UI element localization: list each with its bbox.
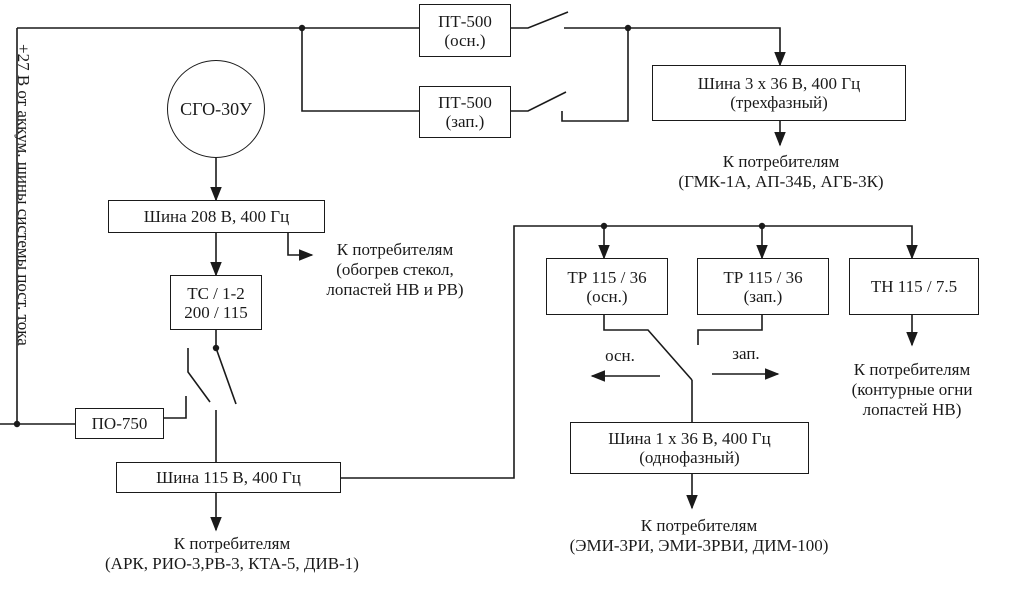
- branch-to-pt500-reserve: [301, 28, 419, 112]
- consumers-1x36-title: К потребителям: [640, 516, 758, 535]
- bus-208-block: Шина 208 В, 400 Гц: [108, 200, 325, 233]
- tn-title: ТН 115 / 7.5: [870, 277, 958, 296]
- consumers-3x36: К потребителям (ГМК-1А, АП-34Б, АГБ-3К): [666, 152, 896, 192]
- junction-dot: [600, 222, 608, 230]
- tc-title: ТС / 1-2: [187, 283, 245, 303]
- tc-ratio: 200 / 115: [184, 302, 248, 322]
- bus-115-block: Шина 115 В, 400 Гц: [116, 462, 341, 493]
- bus-208-title: Шина 208 В, 400 Гц: [143, 207, 290, 226]
- junction-dot: [212, 344, 220, 352]
- generator-sgo30u: СГО-30У: [167, 60, 265, 158]
- consumers-tn: К потребителям (контурные огни лопастей …: [832, 360, 992, 420]
- switch-label-main: осн.: [605, 346, 635, 365]
- po-750-title: ПО-750: [91, 414, 148, 433]
- tr-reserve-title: ТР 115 / 36: [723, 267, 803, 287]
- consumers-208: К потребителям (обогрев стекол, лопастей…: [300, 240, 490, 300]
- consumers-3x36-title: К потребителям: [722, 152, 840, 171]
- bus-3x36-block: Шина 3 х 36 В, 400 Гц (трехфазный): [652, 65, 906, 121]
- consumers-1x36-list: (ЭМИ-3РИ, ЭМИ-3РВИ, ДИМ-100): [569, 536, 829, 555]
- tr-main-title: ТР 115 / 36: [567, 267, 647, 287]
- tr-main-subtitle: (осн.): [586, 286, 628, 306]
- pt500-reserve-out: [510, 28, 629, 122]
- consumers-208-list2: лопастей НВ и РВ): [326, 280, 464, 299]
- bus-3x36-title: Шина 3 х 36 В, 400 Гц: [697, 74, 861, 93]
- po-750-block: ПО-750: [75, 408, 164, 439]
- consumers-tn-list1: (контурные огни: [851, 380, 973, 399]
- tc-1-2-block: ТС / 1-2 200 / 115: [170, 275, 262, 330]
- consumers-208-title: К потребителям: [336, 240, 454, 259]
- pt500-main-subtitle: (осн.): [444, 30, 486, 50]
- junction-dot: [13, 420, 21, 428]
- pt500-main-title: ПТ-500: [438, 11, 492, 31]
- tr-main-out: [603, 315, 693, 381]
- consumers-115: К потребителям (АРК, РИО-3,РВ-3, КТА-5, …: [92, 534, 372, 574]
- consumers-tn-title: К потребителям: [853, 360, 971, 379]
- consumers-208-list1: (обогрев стекол,: [336, 260, 454, 279]
- junction-dot: [758, 222, 766, 230]
- switch-left: [187, 348, 211, 403]
- bus-1x36-subtitle: (однофазный): [639, 448, 740, 467]
- tr-reserve-out: [697, 315, 763, 345]
- consumers-115-title: К потребителям: [173, 534, 291, 553]
- pt500-main-block: ПТ-500 (осн.): [419, 4, 511, 57]
- consumers-3x36-list: (ГМК-1А, АП-34Б, АГБ-3К): [678, 172, 884, 191]
- pt500-main-out: [510, 11, 780, 65]
- bus115-to-right: [340, 225, 918, 479]
- dc-source-label: +27 В от аккум. шины системы пост. тока: [14, 44, 33, 346]
- pt500-reserve-block: ПТ-500 (зап.): [419, 86, 511, 138]
- bus208-consumer-arrow: [287, 232, 314, 261]
- bus-3x36-subtitle: (трехфазный): [730, 93, 828, 112]
- bus-1x36-block: Шина 1 х 36 В, 400 Гц (однофазный): [570, 422, 809, 474]
- switch-right: [215, 347, 237, 405]
- tr-reserve-subtitle: (зап.): [743, 286, 783, 306]
- tr-reserve-block: ТР 115 / 36 (зап.): [697, 258, 829, 315]
- tn-block: ТН 115 / 7.5: [849, 258, 979, 315]
- consumers-tn-list2: лопастей НВ): [862, 400, 962, 419]
- switch-to-po750: [164, 396, 187, 419]
- consumers-1x36: К потребителям (ЭМИ-3РИ, ЭМИ-3РВИ, ДИМ-1…: [556, 516, 842, 556]
- bus-1x36-title: Шина 1 х 36 В, 400 Гц: [608, 429, 771, 448]
- switch-label-reserve: зап.: [732, 344, 760, 363]
- tr-main-block: ТР 115 / 36 (осн.): [546, 258, 668, 315]
- pt500-reserve-title: ПТ-500: [438, 93, 492, 112]
- bus-115-title: Шина 115 В, 400 Гц: [156, 468, 301, 487]
- consumers-115-list: (АРК, РИО-3,РВ-3, КТА-5, ДИВ-1): [105, 554, 359, 573]
- junction-dot: [298, 24, 306, 32]
- pt500-reserve-subtitle: (зап.): [445, 112, 485, 131]
- junction-dot: [624, 24, 632, 32]
